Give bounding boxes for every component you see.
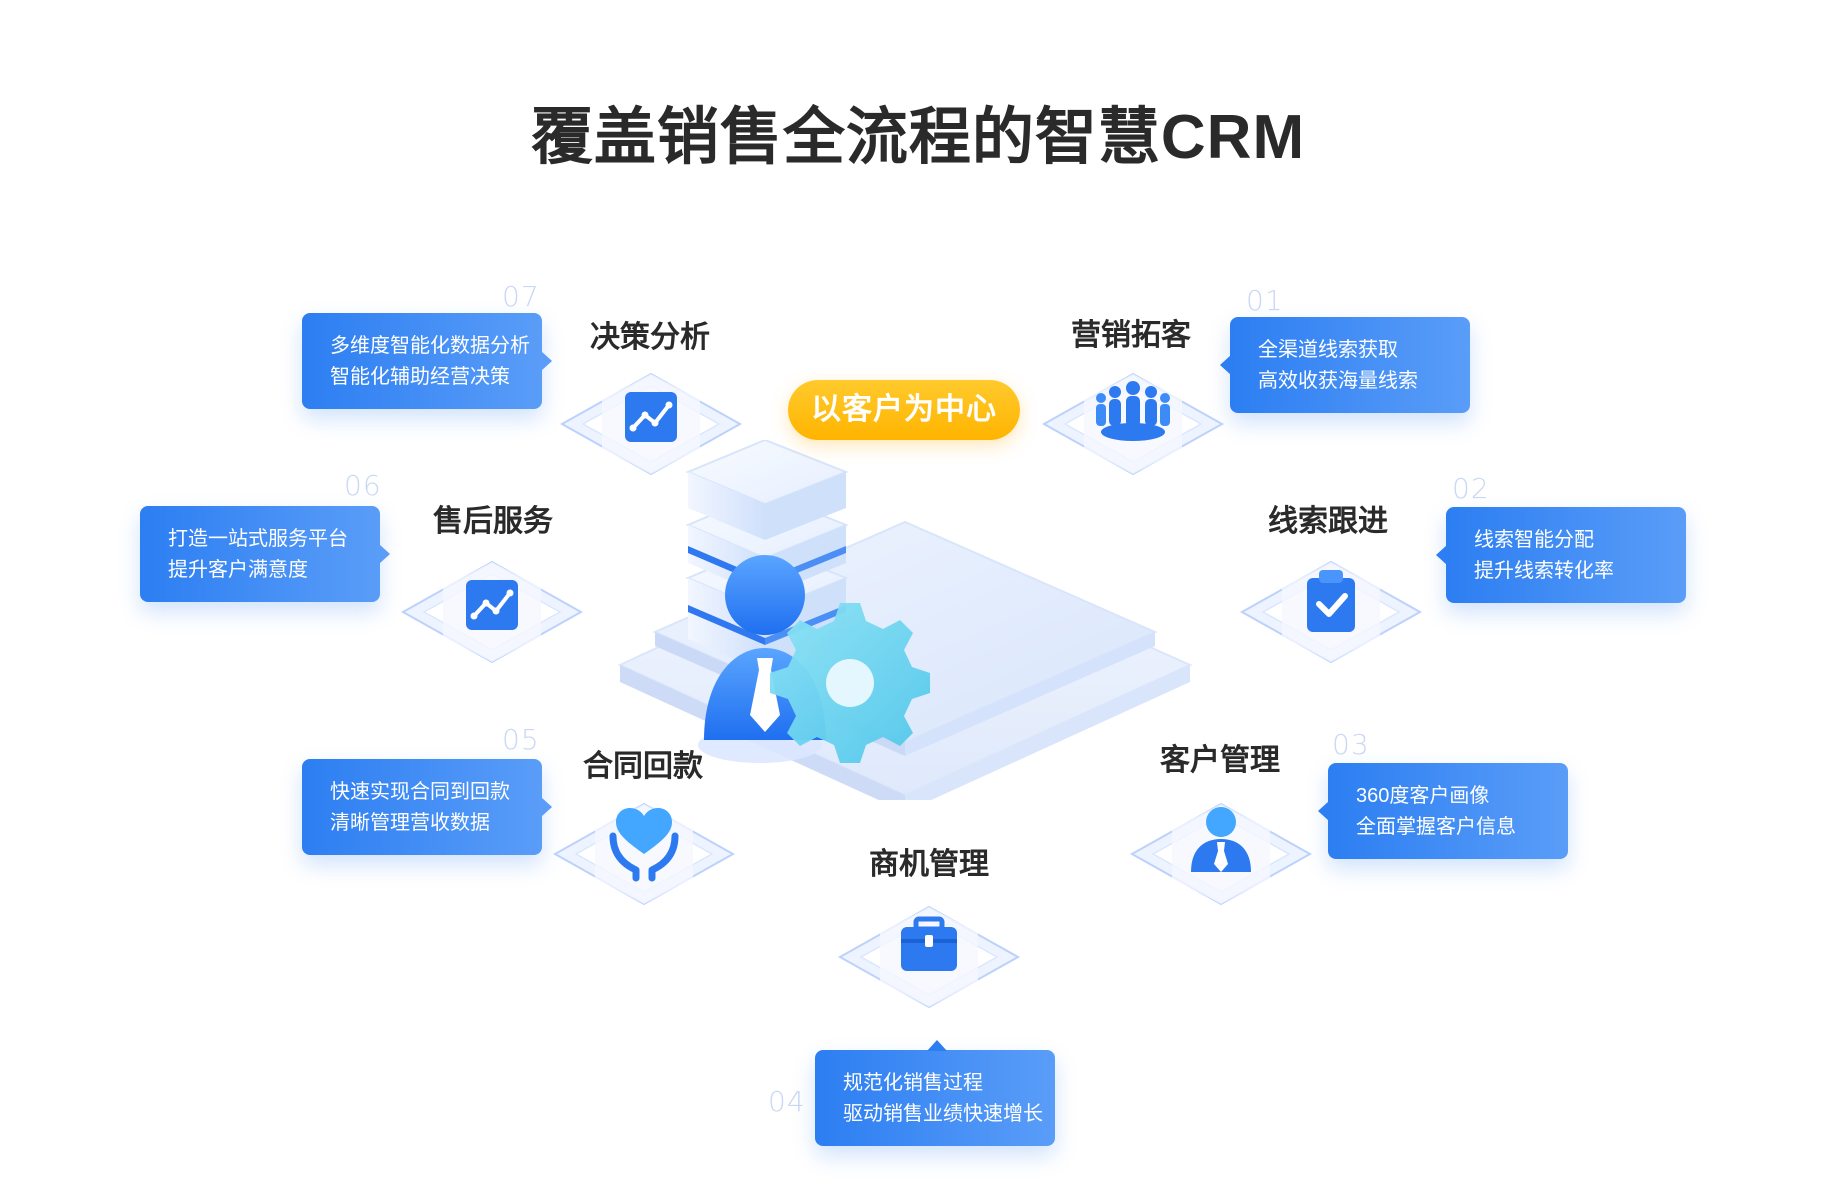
callout-line-2: 清晰管理营收数据 [330, 812, 490, 834]
module-number-01: 01 [1246, 284, 1284, 317]
callout-opportunity-management: 规范化销售过程 驱动销售业绩快速增长 [815, 1040, 1055, 1146]
module-icon-customer-management [1127, 782, 1315, 932]
callout-customer-management: 360度客户画像 全面掌握客户信息 [1318, 763, 1568, 859]
callout-line-2: 智能化辅助经营决策 [330, 366, 510, 388]
callout-line-2: 提升线索转化率 [1474, 560, 1614, 582]
module-number-05: 05 [502, 723, 540, 756]
callout-line-1: 360度客户画像 [1356, 785, 1490, 807]
module-number-04: 04 [768, 1085, 806, 1118]
callout-line-1: 全渠道线索获取 [1258, 339, 1398, 361]
module-title-opportunity-management: 商机管理 [869, 848, 989, 881]
callout-line-1: 规范化销售过程 [843, 1072, 983, 1094]
module-icon-lead-follow-up [1237, 540, 1425, 690]
module-title-contract-receipts: 合同回款 [583, 750, 703, 783]
module-number-07: 07 [502, 280, 540, 313]
module-title-decision-analysis: 决策分析 [590, 321, 710, 354]
callout-contract-receipts: 快速实现合同到回款 清晰管理营收数据 [302, 759, 552, 855]
module-title-lead-follow-up: 线索跟进 [1268, 505, 1388, 538]
callout-line-2: 高效收获海量线索 [1258, 370, 1418, 392]
callout-line-1: 线索智能分配 [1474, 529, 1594, 551]
module-number-03: 03 [1332, 728, 1370, 761]
callout-line-2: 提升客户满意度 [168, 559, 308, 581]
center-platform-svg [617, 438, 1193, 812]
module-icon-opportunity-management [835, 885, 1023, 1035]
module-icon-marketing-acquisition [1039, 352, 1227, 502]
module-icon-after-sales-service [398, 540, 586, 690]
module-title-marketing-acquisition: 营销拓客 [1071, 319, 1191, 352]
center-badge: 以客户为中心 [788, 380, 1020, 440]
module-title-customer-management: 客户管理 [1160, 744, 1280, 777]
callout-marketing-acquisition: 全渠道线索获取 高效收获海量线索 [1220, 317, 1470, 413]
module-number-06: 06 [344, 469, 382, 502]
callout-line-1: 多维度智能化数据分析 [330, 335, 530, 357]
callout-decision-analysis: 多维度智能化数据分析 智能化辅助经营决策 [302, 313, 552, 409]
module-icon-decision-analysis [557, 352, 745, 502]
callout-line-1: 打造一站式服务平台 [168, 528, 348, 550]
module-icon-contract-receipts [550, 782, 738, 932]
callout-line-2: 驱动销售业绩快速增长 [843, 1103, 1043, 1125]
page-title: 覆盖销售全流程的智慧CRM [530, 103, 1306, 172]
callout-line-1: 快速实现合同到回款 [330, 781, 510, 803]
module-title-after-sales-service: 售后服务 [433, 505, 553, 538]
module-number-02: 02 [1452, 472, 1490, 505]
callout-lead-follow-up: 线索智能分配 提升线索转化率 [1436, 507, 1686, 603]
center-platform-graphic [600, 438, 1210, 812]
callout-line-2: 全面掌握客户信息 [1356, 816, 1516, 838]
callout-after-sales-service: 打造一站式服务平台 提升客户满意度 [140, 506, 390, 602]
